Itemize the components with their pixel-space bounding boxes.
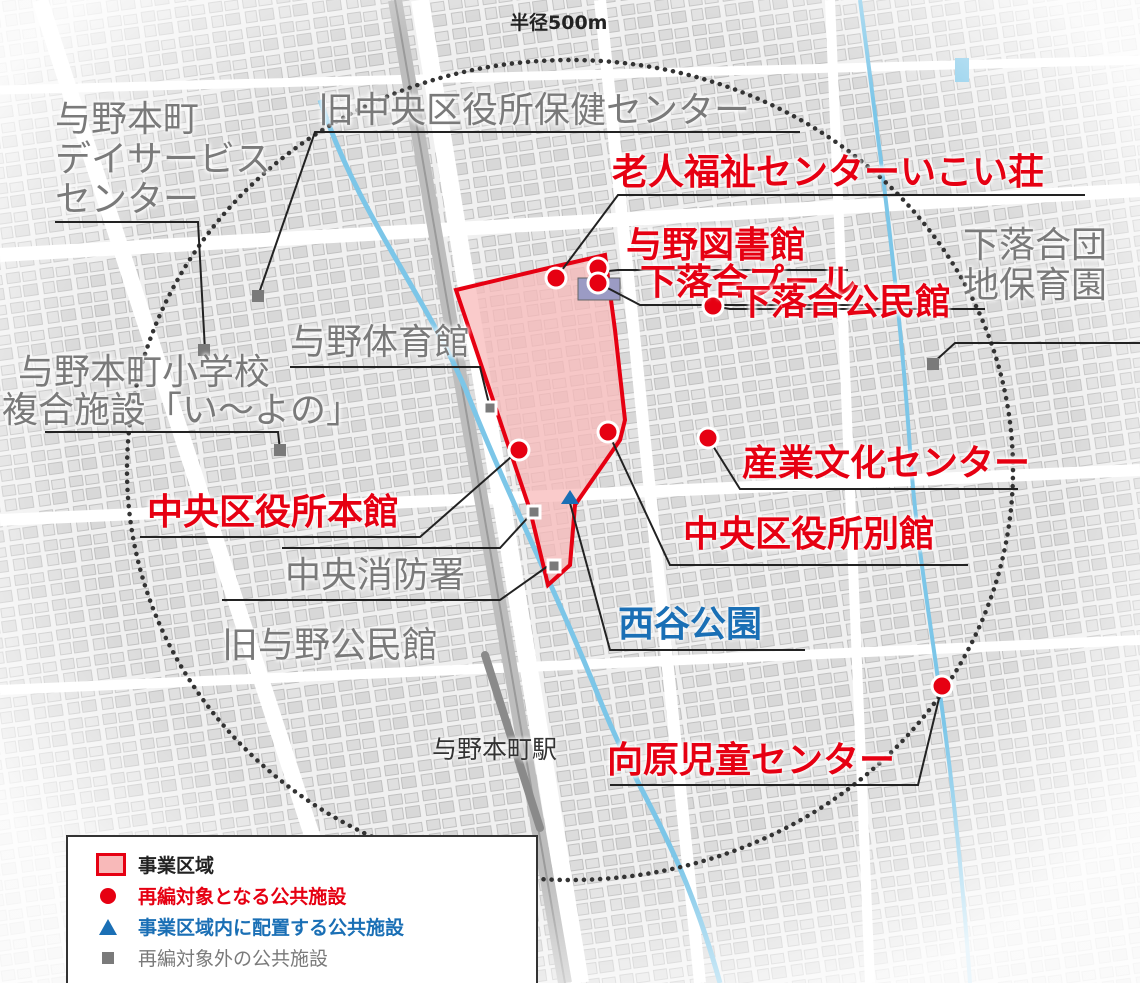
label-yono-day-center-3: センター [55,179,200,220]
label-yono-day-center-1: 与野本町 [55,99,200,140]
marker-ward-annex [596,420,620,444]
marker-yono-day-center [198,344,210,356]
legend-blue-triangle-icon [99,918,117,935]
label-ward-main: 中央区役所本館 [147,492,400,533]
label-ward-annex: 中央区役所別館 [683,514,936,555]
marker-ward-main [507,438,531,462]
radius-circle [124,57,1016,883]
label-mukaihara: 向原児童センター [607,740,896,781]
label-old-yono-hall: 旧与野公民館 [222,625,439,666]
marker-nishiya-park [561,490,579,504]
marker-shimo-hall [701,294,725,318]
label-yono-school-2: 複合施設「い〜よの」 [2,390,363,431]
marker-old-health-center [252,290,264,302]
label-shimo-hall: 下落合公民館 [735,282,952,323]
marker-chuo-fire [526,504,542,520]
radius-label: 半径500m [510,12,608,34]
label-shimo-nursery-1: 下落合団 [963,225,1108,266]
marker-pool [586,271,610,295]
marker-old-yono-hall [546,558,562,574]
label-chuo-fire: 中央消防署 [285,555,466,596]
label-yono-gym: 与野体育館 [290,322,471,363]
legend-gray-square-icon [102,951,114,964]
excluded-facility-markers [198,290,939,574]
legend-item-target: 再編対象となる公共施設 [96,880,536,911]
legend-item-excluded: 再編対象外の公共施設 [96,942,536,973]
legend-item-area: 事業区域 [96,849,536,880]
marker-yono-school [274,444,286,456]
station-platform [481,651,544,832]
label-yono-school-1: 与野本町小学校 [18,352,271,393]
marker-shimo-nursery [927,358,939,370]
target-facility-markers [507,256,954,698]
label-library: 与野図書館 [626,225,807,266]
project-area [453,252,628,589]
label-yono-day-center-2: デイサービス [55,139,272,180]
station-label: 与野本町駅 [432,735,558,764]
legend-area-swatch [96,853,126,876]
legend-label-target: 再編対象となる公共施設 [138,886,347,908]
marker-industry [696,426,720,450]
label-nishiya-park: 西谷公園 [618,604,763,645]
label-shimo-nursery-2: 地保育園 [963,265,1108,306]
label-pool: 下落合プール [640,262,857,303]
map-legend: 事業区域 再編対象となる公共施設 事業区域内に配置する公共施設 再編対象外の公共… [66,835,538,983]
marker-ikoi [544,266,568,290]
legend-label-in-area: 事業区域内に配置する公共施設 [138,917,405,939]
label-ikoi: 老人福祉センターいこい荘 [612,152,1045,193]
legend-item-in-area: 事業区域内に配置する公共施設 [96,911,536,942]
marker-yono-gym [482,400,498,416]
label-old-health-center: 旧中央区役所保健センター [318,90,751,131]
marker-mukaihara [930,674,954,698]
legend-red-dot-icon [100,887,116,904]
legend-label-area: 事業区域 [138,855,215,877]
label-industry: 産業文化センター [742,443,1031,484]
legend-label-excluded: 再編対象外の公共施設 [138,948,329,970]
